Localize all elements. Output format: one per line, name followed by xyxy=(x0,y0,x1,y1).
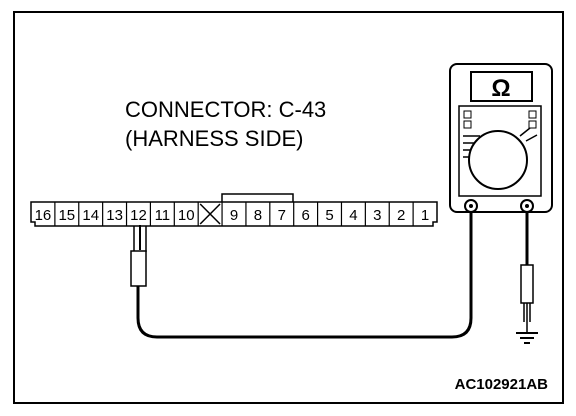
connector-pin-8: 8 xyxy=(254,207,262,224)
connector-lock-tab xyxy=(221,193,294,202)
connector-pin-7: 7 xyxy=(278,207,286,224)
connector-pin-9: 9 xyxy=(230,207,238,224)
connector-pin-4: 4 xyxy=(349,207,357,224)
unused-cavity-x-icon xyxy=(199,203,221,225)
ground-lead xyxy=(520,212,534,333)
connector-pin-11: 11 xyxy=(155,207,171,224)
meter-button-left-bottom xyxy=(463,120,472,129)
connector-pin-6: 6 xyxy=(301,207,309,224)
test-lead-wire xyxy=(136,210,473,339)
meter-button-left-top xyxy=(463,110,472,119)
figure-code: AC102921AB xyxy=(455,376,549,393)
connector-pin-15: 15 xyxy=(58,207,75,224)
ground-symbol-icon xyxy=(516,332,538,344)
meter-button-right-top xyxy=(528,110,537,119)
meter-display xyxy=(470,71,533,102)
connector-pin-13: 13 xyxy=(106,207,123,224)
meter-rotary-dial xyxy=(468,130,528,190)
connector-pin-10: 10 xyxy=(178,207,195,224)
connector-title: CONNECTOR: C-43 xyxy=(125,97,326,122)
ohm-symbol: Ω xyxy=(491,75,510,102)
connector-subtitle: (HARNESS SIDE) xyxy=(125,126,303,151)
ohmmeter: Ω xyxy=(449,63,553,213)
connector-pin-16: 16 xyxy=(35,207,52,224)
meter-com-jack-center xyxy=(469,204,473,208)
connector-pin-2: 2 xyxy=(397,207,405,224)
connector-pin-12: 12 xyxy=(130,207,147,224)
connector-pin-1: 1 xyxy=(421,207,429,224)
meter-button-right-bottom xyxy=(528,120,537,129)
connector-housing xyxy=(30,201,438,227)
connector-pin-5: 5 xyxy=(325,207,333,224)
meter-v-ohm-jack-center xyxy=(525,204,529,208)
connector-pin-3: 3 xyxy=(373,207,381,224)
connector-pin-14: 14 xyxy=(82,207,99,224)
